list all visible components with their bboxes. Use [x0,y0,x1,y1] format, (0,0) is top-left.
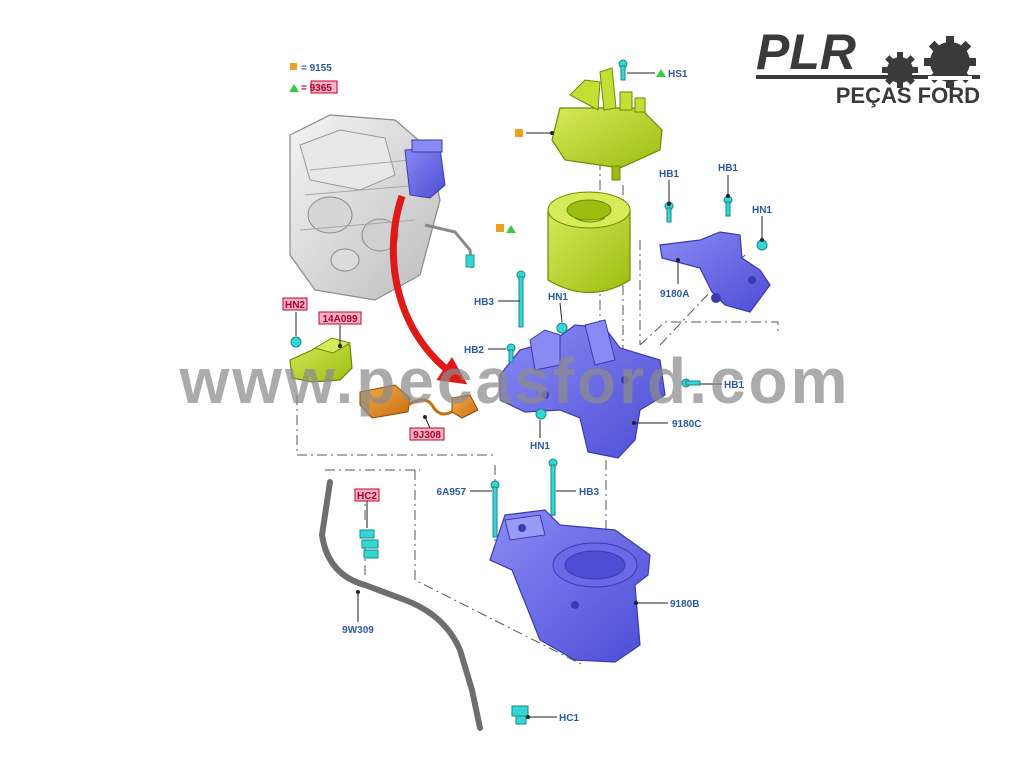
fuel-filter-element [547,191,631,294]
label-hs1: HS1 [668,69,688,80]
callout-triangle-icon-hs1 [656,69,666,77]
label-hn1-right: HN1 [752,205,772,216]
gear-icon-large [924,36,976,88]
label-9j308: 9J308 [413,430,441,441]
highlight-9j308 [409,427,445,441]
label-9180a: 9180A [660,289,689,300]
sensor-14a099 [289,337,353,383]
gear-icon [882,52,918,88]
fuel-filter-head [551,67,663,181]
brand-tagline: PEÇAS FORD [836,83,980,108]
label-hb3-top: HB3 [474,297,494,308]
engine-block [289,114,475,301]
stud-6a957-icon [490,480,500,538]
highlight-hc2 [354,488,380,502]
label-hb1-b: HB1 [718,163,738,174]
label-hb3-bottom: HB3 [579,487,599,498]
legend-item-1: = 9155 [301,63,332,74]
bolt-hb3-bottom-icon [548,458,558,516]
bracket-9180c [499,319,666,459]
leader-dots [338,131,764,719]
location-arrow [389,194,468,385]
legend-triangle-icon [289,84,299,92]
legend: = 9155 = 9365 [289,63,338,94]
fasteners [290,59,768,725]
harness-9j308 [359,384,479,419]
clip-hc2-icon [359,529,379,559]
label-hb2: HB2 [464,345,484,356]
label-hb1-mid: HB1 [724,380,744,391]
housing-9180b [489,509,651,663]
brand-name: PLR [756,24,856,80]
label-hc1: HC1 [559,713,579,724]
label-hn1-top: HN1 [548,292,568,303]
clip-hc1-icon [511,705,529,725]
label-9180c: 9180C [672,419,701,430]
nut-hn2-icon [290,336,302,348]
label-hb1-a: HB1 [659,169,679,180]
legend-highlight [310,80,338,94]
callout-square-icon-2 [496,224,504,232]
label-9w309: 9W309 [342,625,374,636]
label-hc2: HC2 [357,491,377,502]
label-9180b: 9180B [670,599,699,610]
bolt-hs1-icon [618,59,628,81]
label-hn1-bottom: HN1 [530,441,550,452]
label-6a957: 6A957 [437,487,467,498]
callout-square-icon [515,129,523,137]
hose-9w309 [318,479,483,731]
nut-hn1-top-icon [556,322,568,334]
part-labels: HS1 HB1 HB1 HN1 HB3 HN1 HB2 9180A HB1 HN… [285,69,772,724]
logo-underline [756,75,980,79]
bolt-hb2-icon [506,343,516,363]
callout-triangle-icon [506,225,516,233]
watermark: www.pecasford.com [179,345,851,417]
highlight-hn2 [282,297,308,311]
label-14a099: 14A099 [322,314,357,325]
nut-hn1-bottom-icon [535,408,547,420]
brand-logo: PLR PEÇAS FORD [756,24,980,108]
label-hn2: HN2 [285,300,305,311]
legend-square-icon [290,63,297,70]
legend-item-2: = 9365 [301,83,332,94]
bracket-9180a [659,231,771,313]
bolt-hb3-top-icon [516,270,526,328]
bolt-hb1-mid-icon [681,378,701,388]
bolt-hb1-b-icon [723,195,733,217]
leader-lines [295,72,763,718]
highlight-14a099 [318,311,362,325]
